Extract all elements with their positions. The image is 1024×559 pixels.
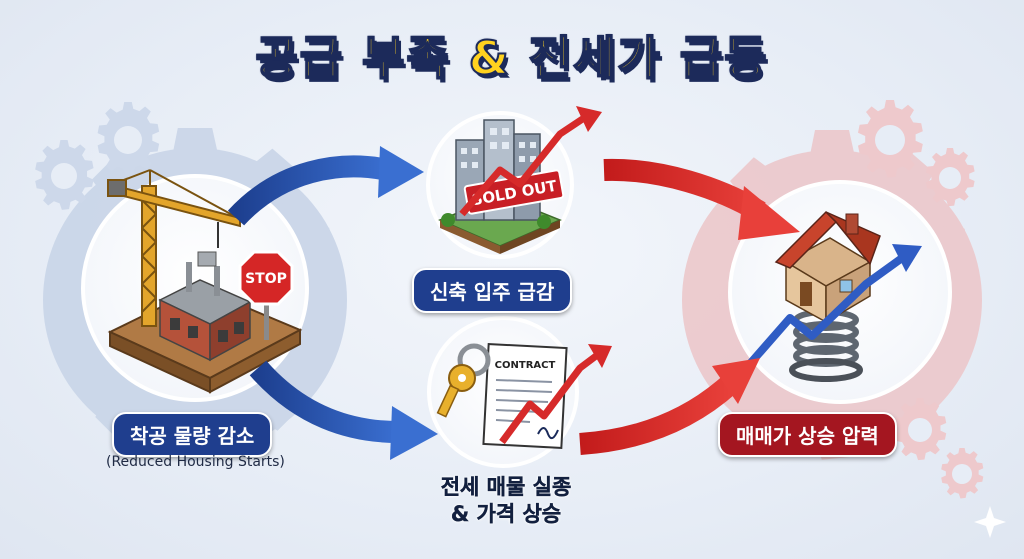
sparkle-icon	[974, 506, 1006, 538]
contract-icon: CONTRACT	[483, 344, 566, 448]
page-title: 공급 부족 & 전세가 급등	[0, 22, 1024, 88]
contract-text: CONTRACT	[495, 360, 556, 371]
stop-sign-text: STOP	[245, 271, 287, 287]
price-pressure-label: 매매가 상승 압력	[718, 412, 897, 457]
jeonse-label-line2: & 가격 상승	[416, 501, 596, 528]
new-housing-label: 신축 입주 급감	[412, 268, 572, 313]
construction-sublabel: (Reduced Housing Starts)	[106, 454, 285, 470]
jeonse-label: 전세 매물 실종 & 가격 상승	[416, 474, 596, 528]
construction-label: 착공 물량 감소	[112, 412, 272, 457]
jeonse-label-line1: 전세 매물 실종	[416, 474, 596, 501]
